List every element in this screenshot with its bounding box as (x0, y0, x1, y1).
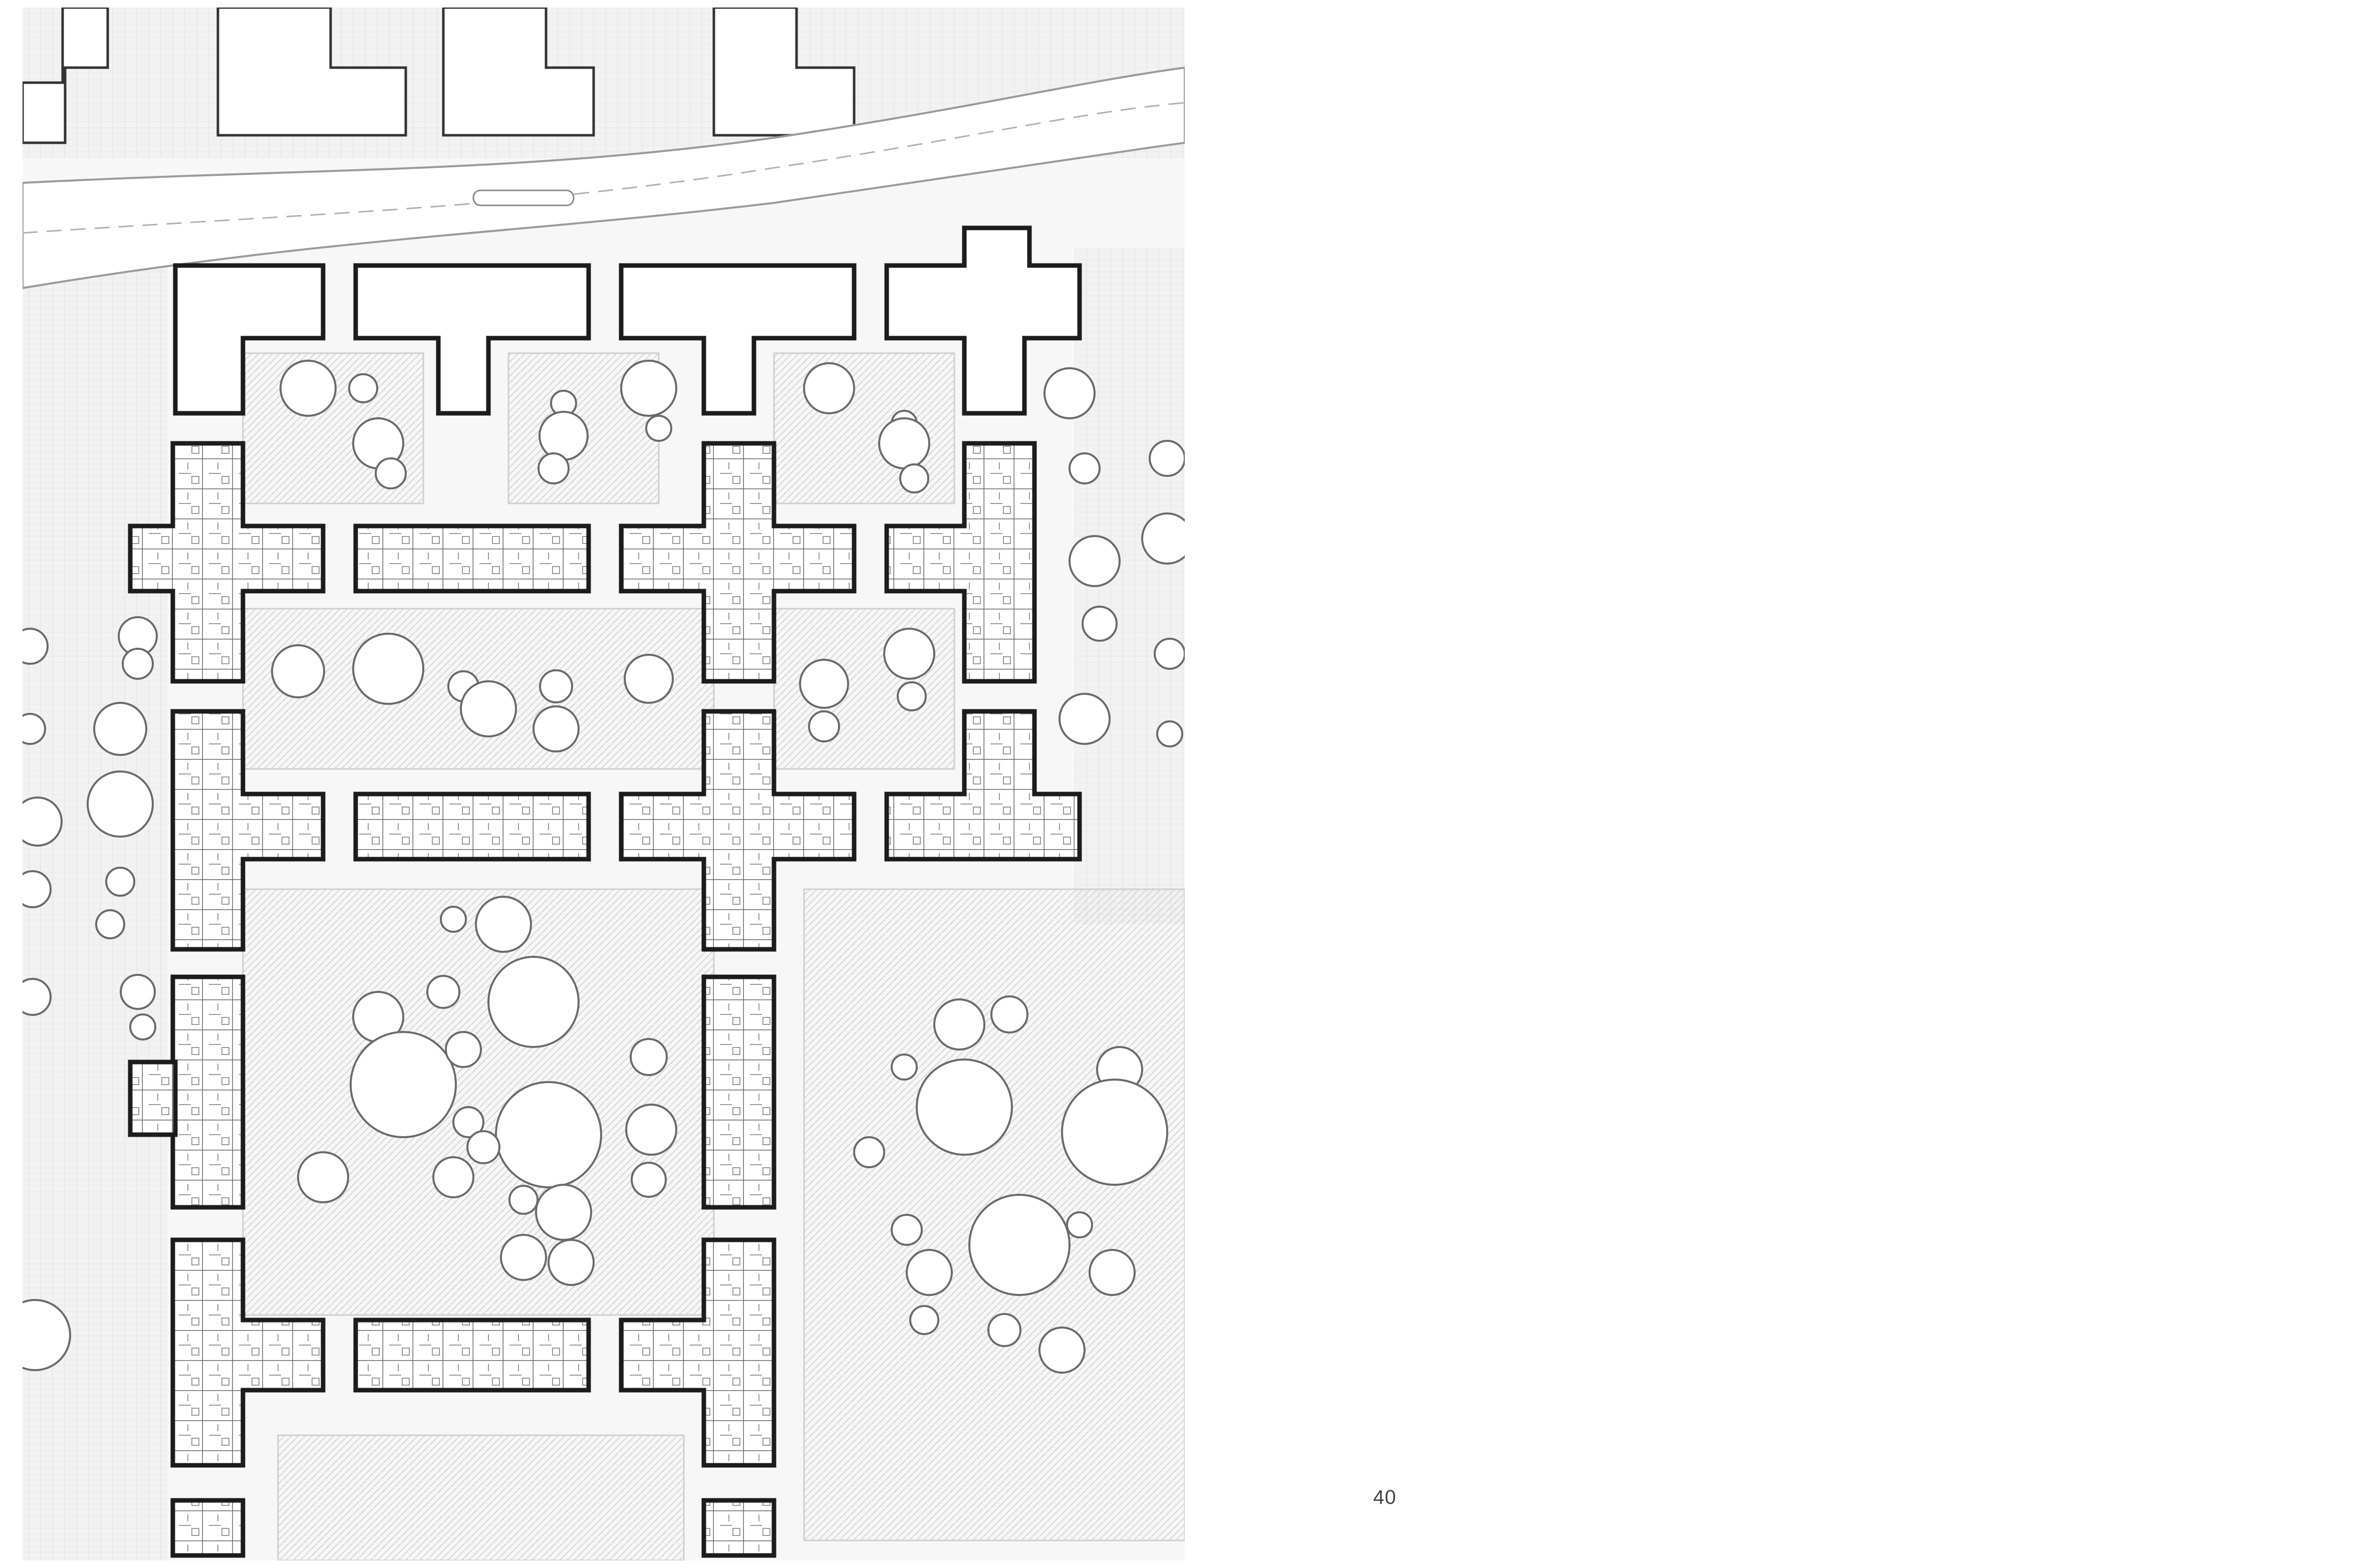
trees (23, 360, 1185, 1374)
page-number: 40 (1373, 1486, 1397, 1508)
road (23, 66, 1185, 290)
site-plan-drawing (23, 8, 1185, 1560)
top-row-buildings (173, 225, 1082, 416)
housing-blocks (128, 441, 1082, 1558)
north-buildings (23, 8, 856, 144)
